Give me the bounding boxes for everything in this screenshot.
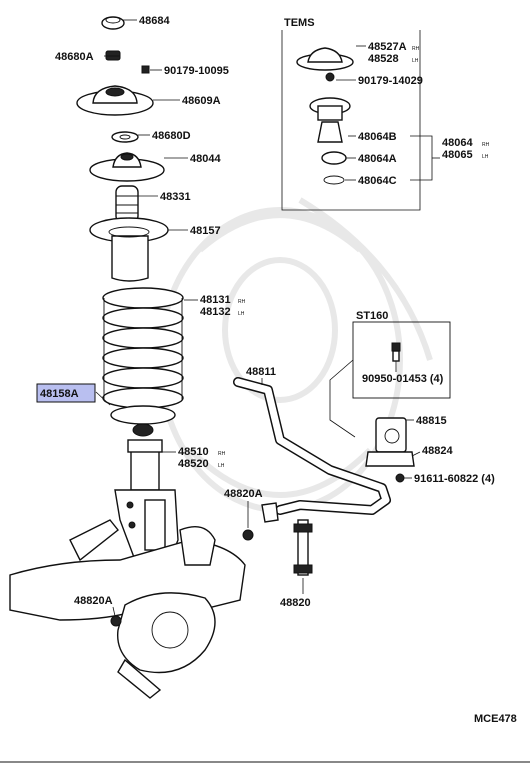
label-48680D: 48680D: [152, 130, 191, 142]
label-48820: 48820: [280, 597, 311, 609]
label-90950-01453: 90950-01453 (4): [362, 373, 444, 385]
label-48131-side: RH: [238, 299, 246, 305]
label-48131: 48131: [200, 294, 231, 306]
label-48527A-side: RH: [412, 46, 420, 52]
part-48527A-upper-support: [296, 47, 354, 82]
part-48680A-nut: [105, 50, 121, 61]
label-48331: 48331: [160, 191, 191, 203]
label-tems: TEMS: [284, 17, 315, 29]
label-48820A-upper: 48820A: [224, 488, 263, 500]
part-knuckle-lower-arm: [9, 519, 254, 699]
label-48510-side: RH: [218, 451, 226, 457]
label-48158A: 48158A: [40, 388, 79, 400]
label-48528-side: LH: [412, 58, 419, 64]
part-48044-seat: [89, 152, 165, 182]
part-48811-stabilizer-bar: [233, 377, 391, 523]
part-48680D-washer: [111, 131, 139, 143]
part-48820-link: [293, 519, 313, 576]
label-48520-side: LH: [218, 463, 225, 469]
part-48331-bumper: [115, 185, 139, 223]
label-48684: 48684: [139, 15, 170, 27]
highlight-48158A: [36, 383, 96, 403]
part-48609A-support: [76, 85, 154, 116]
part-48064-actuator: [309, 97, 351, 185]
label-48528: 48528: [368, 53, 399, 65]
label-90179-14029: 90179-14029: [358, 75, 423, 87]
label-48609A: 48609A: [182, 95, 221, 107]
leader-lines: [95, 19, 440, 617]
label-48811: 48811: [246, 366, 276, 378]
label-48064B: 48064B: [358, 131, 397, 143]
label-48132: 48132: [200, 306, 231, 318]
label-90179-10095: 90179-10095: [164, 65, 229, 77]
label-48064: 48064: [442, 137, 473, 149]
label-48064A: 48064A: [358, 153, 397, 165]
label-48132-side: LH: [238, 311, 245, 317]
label-48064C: 48064C: [358, 175, 397, 187]
label-48510: 48510: [178, 446, 209, 458]
part-48158A-insulator: [110, 405, 176, 437]
label-48824: 48824: [422, 445, 453, 457]
label-48065: 48065: [442, 149, 473, 161]
part-90950-01453-bolt: [391, 342, 401, 362]
label-48680A: 48680A: [55, 51, 94, 63]
part-48815-bushing: [365, 417, 415, 483]
label-48815: 48815: [416, 415, 447, 427]
label-48527A: 48527A: [368, 41, 407, 53]
figure-code: MCE478: [474, 713, 517, 725]
label-48820A-lower: 48820A: [74, 595, 113, 607]
label-48065-side: LH: [482, 154, 489, 160]
label-48157: 48157: [190, 225, 221, 237]
part-90179-10095-nut: [141, 65, 150, 74]
label-48064-side: RH: [482, 142, 490, 148]
part-48510-strut: [114, 439, 179, 561]
label-91611-60822: 91611-60822 (4): [414, 473, 495, 485]
label-st160: ST160: [356, 310, 388, 322]
label-48044: 48044: [190, 153, 221, 165]
label-48520: 48520: [178, 458, 209, 470]
part-48157-insulator: [89, 217, 169, 282]
part-48684-cap: [101, 16, 125, 30]
part-48131-coil-spring: [102, 287, 184, 409]
